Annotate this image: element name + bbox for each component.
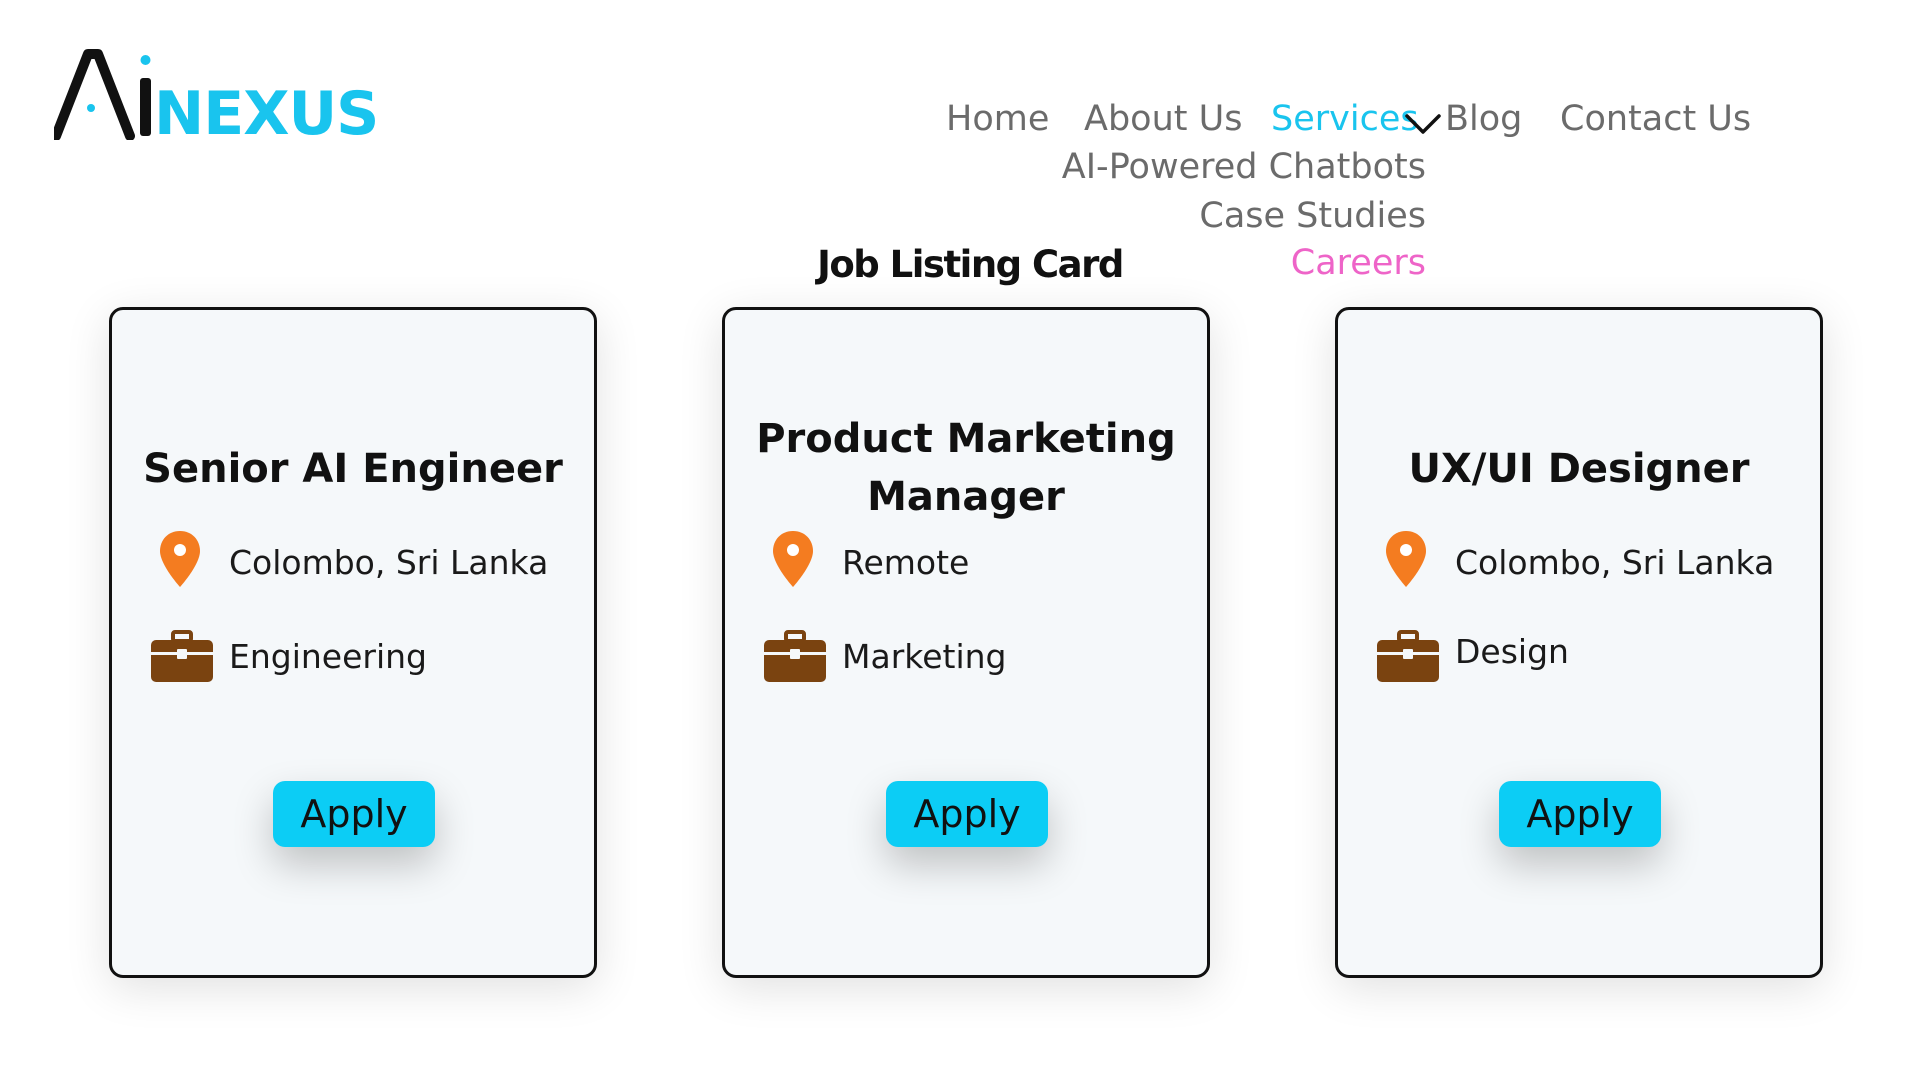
dropdown-item-ai-chatbots[interactable]: AI-Powered Chatbots [1061, 147, 1426, 187]
chevron-down-icon[interactable] [1404, 110, 1442, 136]
nav-blog[interactable]: Blog [1445, 99, 1523, 139]
apply-button[interactable]: Apply [886, 781, 1048, 847]
briefcase-icon [149, 630, 215, 684]
nav-home[interactable]: Home [946, 99, 1050, 139]
map-pin-icon [771, 529, 815, 589]
job-department: Design [1455, 632, 1569, 671]
apply-button[interactable]: Apply [273, 781, 435, 847]
dropdown-item-careers[interactable]: Careers [1290, 243, 1426, 283]
job-location: Remote [842, 543, 970, 582]
briefcase-icon [762, 630, 828, 684]
nav-about-us[interactable]: About Us [1084, 99, 1243, 139]
dropdown-item-case-studies[interactable]: Case Studies [1199, 196, 1426, 236]
job-card: Senior AI Engineer Colombo, Sri Lanka En… [109, 307, 597, 978]
nav-contact-us[interactable]: Contact Us [1560, 99, 1752, 139]
ainexus-logo-graphic: NEXUS [51, 49, 379, 149]
job-title: Senior AI Engineer [143, 446, 563, 492]
nav-services[interactable]: Services [1271, 99, 1419, 139]
job-title: Product Marketing Manager [756, 416, 1176, 520]
job-department: Marketing [842, 637, 1007, 676]
briefcase-icon [1375, 630, 1441, 684]
brand-logo[interactable]: NEXUS [51, 48, 384, 149]
apply-button[interactable]: Apply [1499, 781, 1661, 847]
section-title: Job Listing Card [817, 243, 1124, 286]
map-pin-icon [1384, 529, 1428, 589]
map-pin-icon [158, 529, 202, 589]
svg-text:NEXUS: NEXUS [154, 79, 378, 140]
job-location: Colombo, Sri Lanka [1455, 543, 1775, 582]
job-card: Product Marketing Manager Remote Marketi… [722, 307, 1210, 978]
job-title: UX/UI Designer [1408, 446, 1750, 492]
job-department: Engineering [229, 637, 427, 676]
job-card: UX/UI Designer Colombo, Sri Lanka Design… [1335, 307, 1823, 978]
job-location: Colombo, Sri Lanka [229, 543, 549, 582]
